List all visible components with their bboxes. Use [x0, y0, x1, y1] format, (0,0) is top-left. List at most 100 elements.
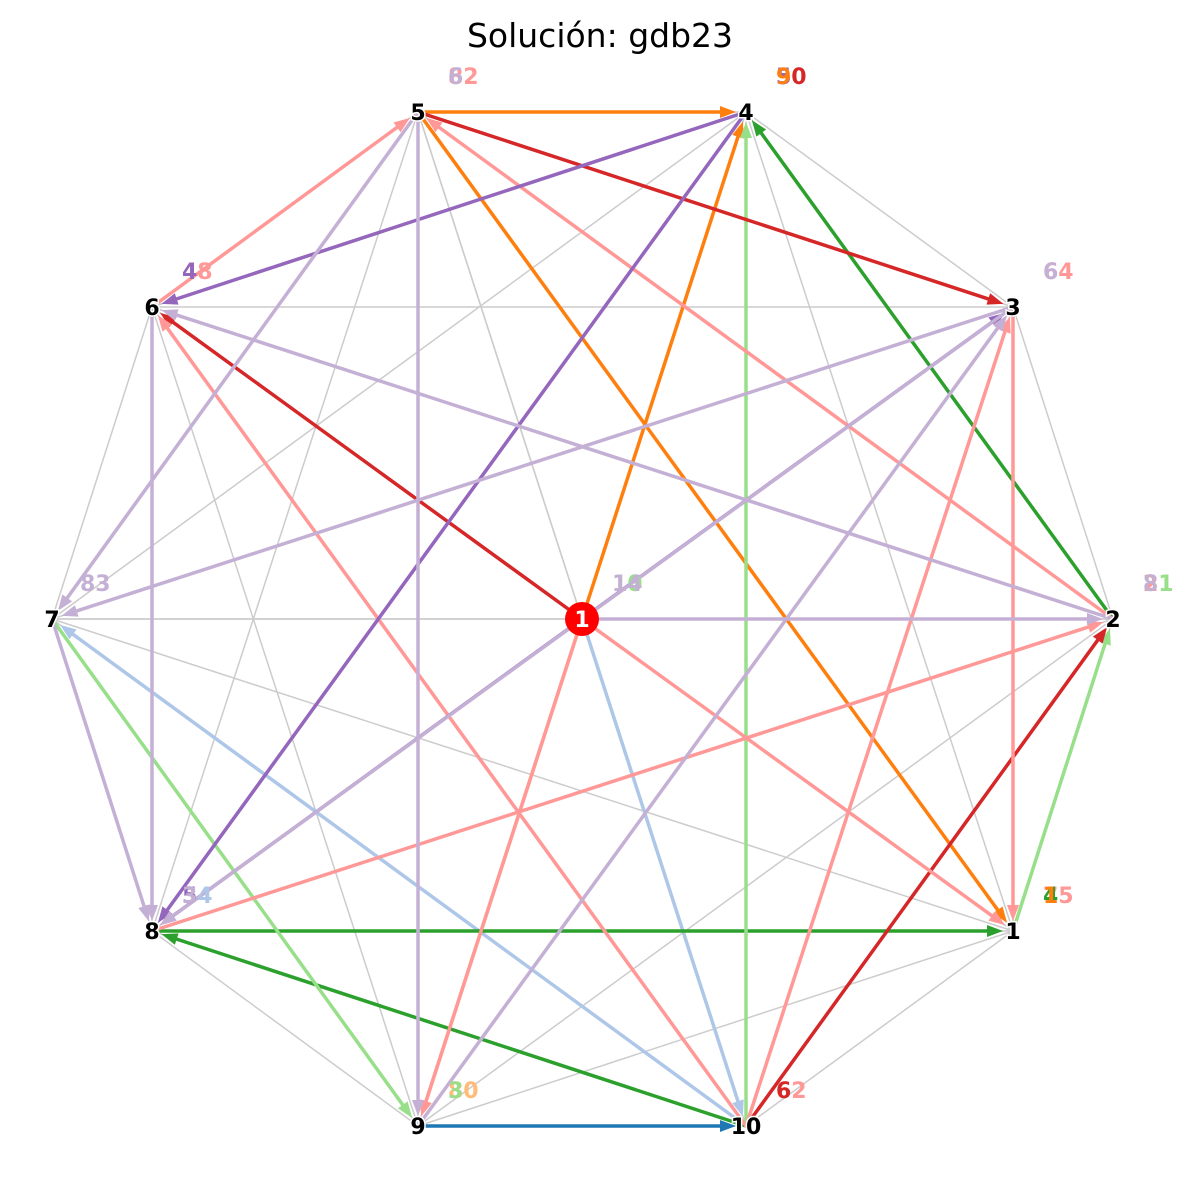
route-edge: [412, 110, 424, 1116]
arrowhead: [992, 315, 1008, 332]
node-label: 3: [1005, 296, 1020, 321]
arrowhead: [157, 315, 173, 332]
customer-node: 3: [1004, 295, 1022, 323]
customer-node: 10: [729, 1114, 763, 1142]
candidate-edge: [51, 306, 153, 620]
route-edge: [580, 617, 744, 1117]
route-edge: [416, 1120, 736, 1132]
route-edge: [416, 315, 1008, 1128]
node-annotation: 10: [612, 572, 643, 597]
route-edge: [146, 305, 158, 921]
arrowhead: [732, 1099, 744, 1117]
node-annotation: 8: [1143, 572, 1158, 597]
node-annotation: 6: [448, 65, 463, 90]
route-edge: [50, 617, 150, 922]
arrowhead: [138, 904, 150, 922]
node-annotation: 14: [612, 572, 643, 597]
route-edge: [150, 117, 410, 309]
node-label: 1: [574, 608, 589, 633]
route-edge: [50, 617, 413, 1118]
customer-node: 1: [1004, 919, 1022, 947]
route-edge: [416, 110, 1008, 923]
node-annotation: 80: [448, 1079, 479, 1104]
route-edge: [57, 110, 420, 611]
route-edge: [1007, 305, 1019, 921]
route-edge: [740, 122, 752, 1128]
node-annotation: 2: [1143, 572, 1158, 597]
arrowhead: [161, 293, 179, 305]
node-annotation: 62: [776, 1079, 807, 1104]
arrowhead: [1007, 905, 1019, 921]
route-edge: [161, 933, 748, 1128]
route-edge: [161, 309, 1115, 621]
node-annotation: 50: [776, 65, 807, 90]
node-label: 7: [44, 608, 59, 633]
node-annotation: 6: [776, 1079, 791, 1104]
candidate-edge: [745, 111, 1014, 308]
candidate-edge: [151, 111, 419, 932]
node-label: 5: [410, 101, 425, 126]
node-annotation: 5: [182, 884, 197, 909]
arrowhead: [992, 906, 1008, 923]
customer-node: 8: [143, 919, 161, 947]
node-annotation: 4: [182, 260, 197, 285]
node-annotation: 3: [182, 884, 197, 909]
customer-node: 5: [409, 100, 427, 128]
node-annotation: 48: [182, 260, 213, 285]
route-edge: [580, 613, 1103, 625]
candidate-edge: [745, 111, 1014, 932]
node-annotation: 9: [776, 65, 791, 90]
node-annotation: 5: [776, 65, 791, 90]
arrowhead: [986, 293, 1004, 305]
depot-node: 1: [565, 602, 599, 636]
arrowhead: [751, 120, 767, 137]
route-edge: [60, 624, 748, 1128]
arrowhead: [157, 906, 173, 923]
candidate-edge: [417, 618, 1114, 1127]
candidate-edge: [51, 111, 747, 620]
arrowhead: [1087, 613, 1103, 625]
route-edge: [157, 110, 748, 923]
route-edge: [61, 305, 1015, 617]
arrowhead: [160, 910, 177, 926]
arrowhead: [732, 121, 744, 139]
route-edge: [161, 110, 748, 305]
arrowhead: [426, 117, 443, 133]
node-annotation: 75: [1043, 884, 1074, 909]
route-edge: [150, 925, 1003, 937]
route-edge: [426, 117, 1115, 621]
arrowhead: [740, 122, 752, 138]
customer-node: 6: [143, 295, 161, 323]
node-annotation: 21: [1143, 572, 1174, 597]
arrowhead: [161, 309, 179, 321]
node-annotation: 82: [448, 65, 479, 90]
arrowhead: [61, 605, 79, 617]
arrowhead: [397, 1101, 413, 1118]
arrowhead: [987, 925, 1003, 937]
node-label: 4: [738, 101, 753, 126]
candidate-edge: [1012, 306, 1114, 620]
node-label: 1: [1005, 920, 1020, 945]
node-annotation: 34: [182, 884, 213, 909]
customer-node: 4: [737, 100, 755, 128]
route-edge: [150, 621, 1104, 933]
route-edges: [50, 106, 1115, 1132]
route-edge: [416, 106, 736, 118]
arrowhead: [161, 933, 179, 945]
node-label: 2: [1105, 608, 1120, 633]
node-annotation: 3: [448, 1079, 463, 1104]
node-label: 6: [144, 296, 159, 321]
node-annotation: 64: [1043, 260, 1074, 285]
route-edge: [580, 121, 744, 621]
arrowhead: [420, 1099, 432, 1117]
node-annotation: 83: [80, 572, 111, 597]
route-edge: [420, 617, 584, 1117]
arrowhead: [988, 910, 1005, 926]
route-edge: [580, 617, 1005, 926]
arrowhead: [1092, 627, 1108, 644]
node-label: 8: [144, 920, 159, 945]
node-annotation: 6: [1043, 260, 1058, 285]
